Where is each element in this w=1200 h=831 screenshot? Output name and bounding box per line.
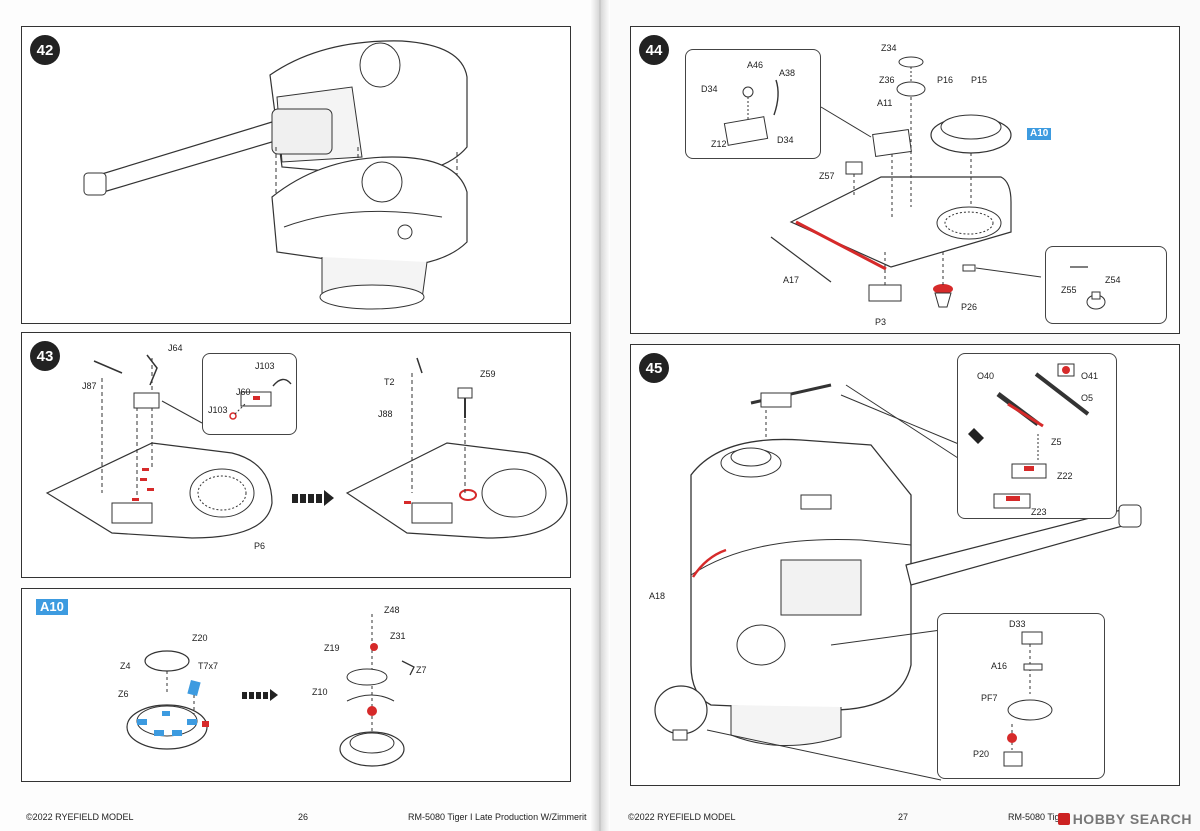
part-label: A16 (991, 661, 1008, 671)
step-45-detail-inset-2 (937, 613, 1105, 779)
book-gutter (590, 0, 610, 831)
part-label: Z57 (819, 171, 835, 181)
part-label: P15 (971, 75, 988, 85)
part-label: Z7 (416, 665, 427, 675)
turret-assembly-illustration (654, 383, 1142, 781)
part-label: O40 (977, 371, 995, 381)
part-label: D34 (701, 84, 718, 94)
part-label: J60 (236, 387, 251, 397)
part-label: P6 (254, 541, 266, 551)
part-label: J87 (82, 381, 97, 391)
footer-copyright: ©2022 RYEFIELD MODEL (628, 812, 736, 822)
progress-arrow (242, 689, 278, 701)
part-label: P26 (961, 302, 978, 312)
footer-page-number: 27 (898, 812, 909, 822)
a10-panel: A10 Z20 (21, 588, 571, 782)
turret-roof-illustration (770, 56, 1042, 308)
part-label: Z59 (480, 369, 496, 379)
part-label: J88 (378, 409, 393, 419)
part-label: A17 (783, 275, 800, 285)
watermark-text: HOBBY SEARCH (1072, 811, 1192, 827)
part-label: D33 (1009, 619, 1026, 629)
part-label: Z5 (1051, 437, 1062, 447)
step-45-badge: 45 (639, 353, 669, 383)
part-label: Z12 (711, 139, 727, 149)
step-43-panel: 43 (21, 332, 571, 578)
part-label: Z55 (1061, 285, 1077, 295)
part-label: D34 (777, 135, 794, 145)
part-label: Z23 (1031, 507, 1047, 517)
watermark: HOBBY SEARCH (1057, 811, 1192, 827)
part-label: PF7 (981, 693, 998, 703)
step-44-detail-inset-2 (1045, 246, 1167, 324)
part-label: T7x7 (198, 661, 219, 671)
part-label: Z36 (879, 75, 895, 85)
part-label: A18 (649, 591, 666, 601)
part-label: J64 (168, 343, 183, 353)
part-label: Z54 (1105, 275, 1121, 285)
part-label: J103 (255, 361, 275, 371)
left-page: 42 43 (0, 0, 598, 831)
progress-arrow (292, 490, 334, 506)
step-43-badge: 43 (30, 341, 60, 371)
part-label: Z34 (881, 43, 897, 53)
step-44-badge: 44 (639, 35, 669, 65)
part-label: Z19 (324, 643, 340, 653)
footer-product: RM-5080 Tiger I Late Production W/Zimmer… (408, 812, 587, 822)
part-label: Z6 (118, 689, 129, 699)
part-label: J103 (208, 405, 228, 415)
part-label: Z31 (390, 631, 406, 641)
part-label: P16 (937, 75, 954, 85)
step-45-detail-inset (957, 353, 1117, 519)
a10-tag: A10 (36, 599, 68, 615)
part-label: Z10 (312, 687, 328, 697)
step-43-detail-inset (202, 353, 297, 435)
part-label: Z48 (384, 605, 400, 615)
hobby-search-logo-icon (1057, 813, 1070, 825)
turret-gun-illustration (83, 40, 468, 310)
floor-plate-illustration (45, 354, 568, 539)
part-label: A46 (747, 60, 764, 70)
step-42-badge: 42 (30, 35, 60, 65)
part-label: P3 (875, 317, 887, 327)
part-label: A11 (877, 98, 893, 108)
part-label: T2 (384, 377, 395, 387)
right-page: 44 (598, 0, 1200, 831)
part-label: A38 (779, 68, 796, 78)
part-label: O5 (1081, 393, 1094, 403)
footer-copyright: ©2022 RYEFIELD MODEL (26, 812, 134, 822)
a10-tag: A10 (1027, 128, 1052, 140)
step-42-panel: 42 (21, 26, 571, 324)
cupola-illustration (126, 614, 415, 767)
step-45-panel: 45 (630, 344, 1180, 786)
part-label: Z22 (1057, 471, 1073, 481)
part-label: P20 (973, 749, 990, 759)
part-label: Z4 (120, 661, 131, 671)
part-label: Z20 (192, 633, 208, 643)
step-44-detail-inset (685, 49, 821, 159)
step-44-panel: 44 (630, 26, 1180, 334)
part-label: O41 (1081, 371, 1099, 381)
footer-page-number: 26 (298, 812, 309, 822)
footer-product: RM-5080 Tiger I Late Production W/Zimmer… (1008, 812, 1068, 822)
